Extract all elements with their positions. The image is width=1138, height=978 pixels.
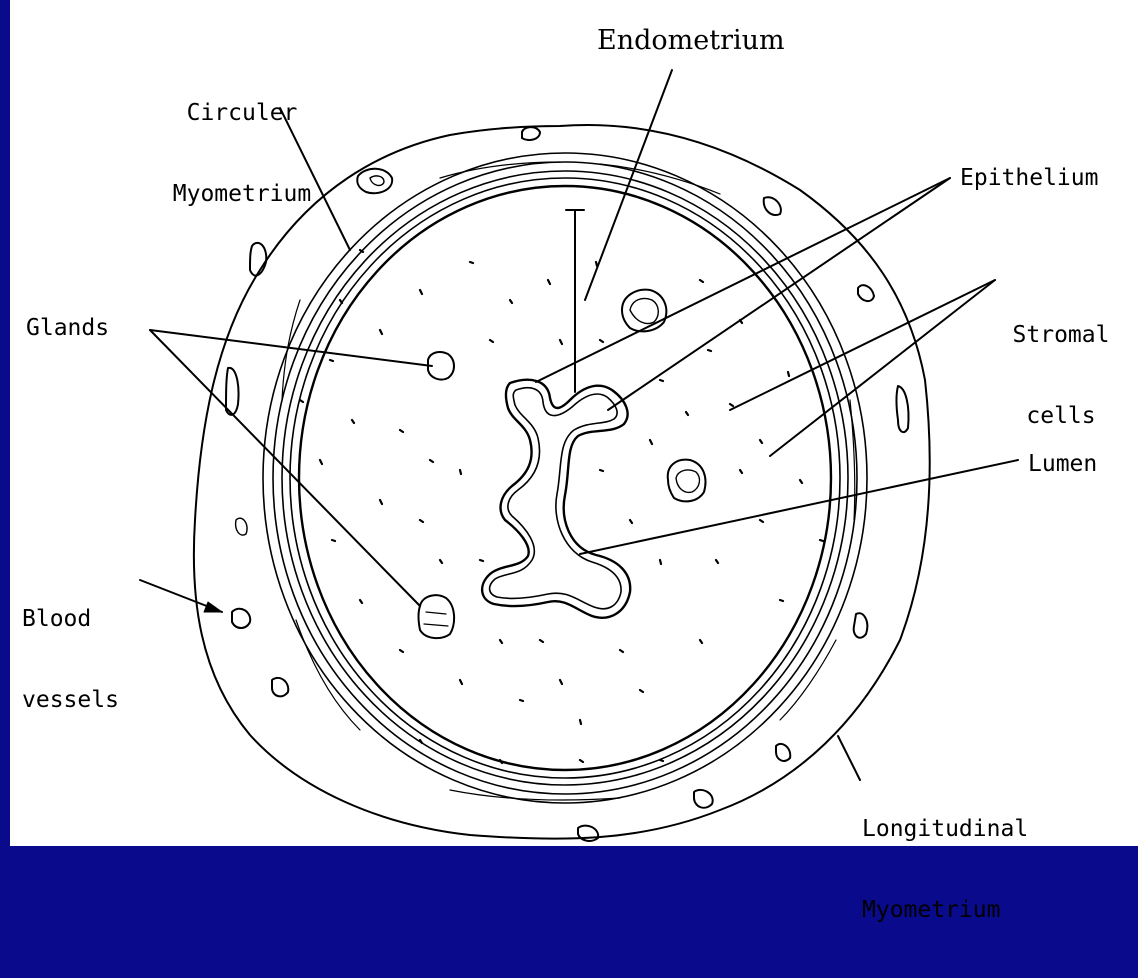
circular-myometrium-label-line1: Circuler [162, 100, 322, 127]
stromal-cells-label-line2: cells [996, 403, 1126, 430]
blood-vessels-arrowhead [204, 602, 222, 612]
endometrium-boundary [299, 186, 831, 770]
longitudinal-myometrium-label-line2: Myometrium [862, 897, 1028, 924]
circular-myometrium-label-line2: Myometrium [162, 181, 322, 208]
blood-vessels-label-line1: Blood [22, 606, 119, 633]
blood-vessels-label: Blood vessels [22, 552, 119, 768]
endometrium-label: Endometrium [597, 27, 785, 54]
circular-myometrium-rings [263, 153, 867, 803]
lumen-epithelium-inner [490, 388, 621, 609]
diagram-slide: Circuler Myometrium Endometrium Epitheli… [10, 0, 1138, 846]
glands-label: Glands [26, 315, 109, 342]
epithelium-label: Epithelium [960, 165, 1098, 192]
longitudinal-myometrium-label: Longitudinal Myometrium [862, 762, 1028, 978]
circular-myometrium-label: Circuler Myometrium [162, 46, 322, 262]
stromal-cells-label-line1: Stromal [996, 322, 1126, 349]
longitudinal-myometrium-label-line1: Longitudinal [862, 816, 1028, 843]
lumen-label: Lumen [1028, 451, 1097, 478]
blood-vessels-label-line2: vessels [22, 687, 119, 714]
